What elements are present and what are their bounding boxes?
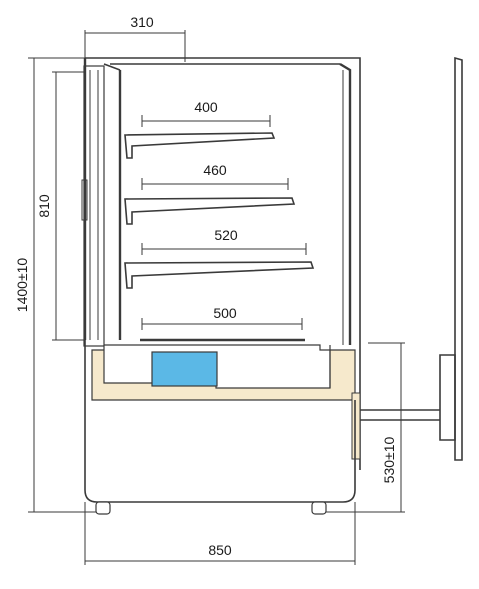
shelf-1: 400	[124, 99, 276, 159]
counter-height-label: 530±10	[381, 436, 397, 483]
price-label-panel	[151, 351, 218, 387]
cabinet-frame	[81, 57, 361, 470]
shelf-4-base: 500	[140, 305, 305, 342]
display-height-dimension: 810	[36, 71, 85, 341]
side-profile	[360, 56, 463, 461]
shelf-3-label: 520	[214, 227, 238, 243]
top-depth-label: 310	[130, 14, 154, 30]
shelf-2: 460	[124, 162, 296, 225]
total-width-dimension: 850	[84, 502, 356, 565]
front-door-frame	[83, 65, 105, 347]
total-height-dimension: 1400±10	[14, 57, 96, 513]
counter-height-dimension: 530±10	[326, 342, 405, 513]
shelf-4-label: 500	[213, 305, 237, 321]
total-height-label: 1400±10	[14, 258, 30, 313]
shelf-3: 520	[124, 227, 315, 289]
top-depth-dimension: 310	[84, 14, 186, 62]
base-tray	[91, 344, 361, 460]
lower-cabinet	[84, 340, 356, 515]
total-width-label: 850	[208, 542, 232, 558]
right-foot	[311, 501, 327, 515]
shelf-2-label: 460	[203, 162, 227, 178]
left-foot	[95, 501, 111, 515]
shelf-1-label: 400	[194, 99, 218, 115]
display-height-label: 810	[36, 194, 52, 218]
